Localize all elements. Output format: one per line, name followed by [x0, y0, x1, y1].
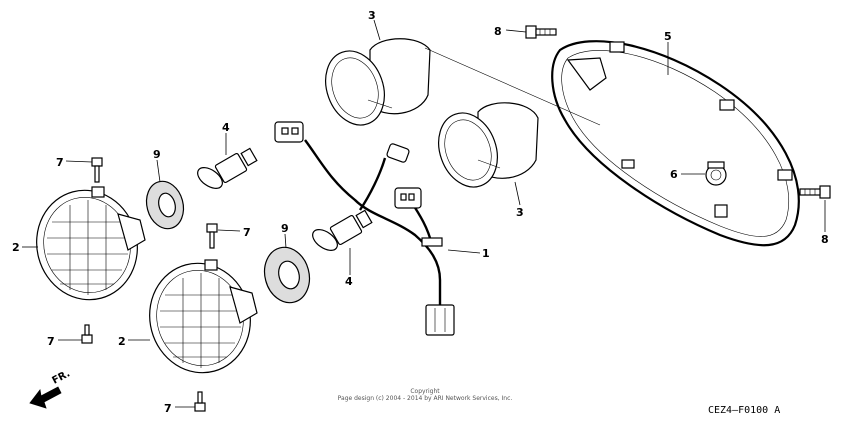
seal-9-upper	[145, 180, 185, 230]
leader-lines	[22, 19, 826, 408]
callout-7-c: 7	[47, 335, 55, 348]
callout-6: 6	[670, 168, 678, 181]
callout-7-d: 7	[164, 402, 172, 415]
callout-1: 1	[482, 247, 490, 260]
callout-3-lower: 3	[516, 206, 524, 219]
bulb-4-upper	[197, 147, 258, 189]
socket-6	[705, 161, 727, 186]
callout-8-right: 8	[821, 233, 829, 246]
headlight-unit-lower	[149, 259, 258, 374]
callout-9-lower: 9	[281, 222, 289, 235]
callout-2-upper: 2	[12, 241, 20, 254]
callout-9-upper: 9	[153, 148, 161, 161]
screw-7-c	[81, 324, 93, 344]
callout-8-top: 8	[494, 25, 502, 38]
rim-guide-line	[424, 47, 601, 126]
callout-2-lower: 2	[118, 335, 126, 348]
wire-harness	[274, 121, 455, 336]
seal-9-lower	[263, 246, 311, 304]
diagram-code: CEZ4–F0100 A	[708, 405, 781, 416]
callout-5: 5	[664, 30, 672, 43]
copyright-line-1: Copyright	[410, 388, 440, 395]
callout-4-upper: 4	[222, 121, 230, 134]
screw-7-a	[91, 157, 103, 183]
headlight-case	[551, 40, 800, 247]
headlight-unit-upper	[36, 186, 146, 301]
headlight-rim-upper	[325, 38, 431, 126]
bolt-8-top	[525, 25, 557, 39]
callout-4-lower: 4	[345, 275, 353, 288]
callout-7-b: 7	[243, 226, 251, 239]
bulb-4-lower	[312, 209, 373, 251]
screw-7-b	[206, 223, 218, 249]
callout-7-a: 7	[56, 156, 64, 169]
copyright-line-2: Page design (c) 2004 - 2014 by ARI Netwo…	[337, 395, 513, 402]
callout-3-upper: 3	[368, 9, 376, 22]
front-arrow-icon	[29, 386, 62, 409]
bolt-8-right	[799, 185, 831, 199]
headlight-rim-lower	[438, 102, 539, 188]
